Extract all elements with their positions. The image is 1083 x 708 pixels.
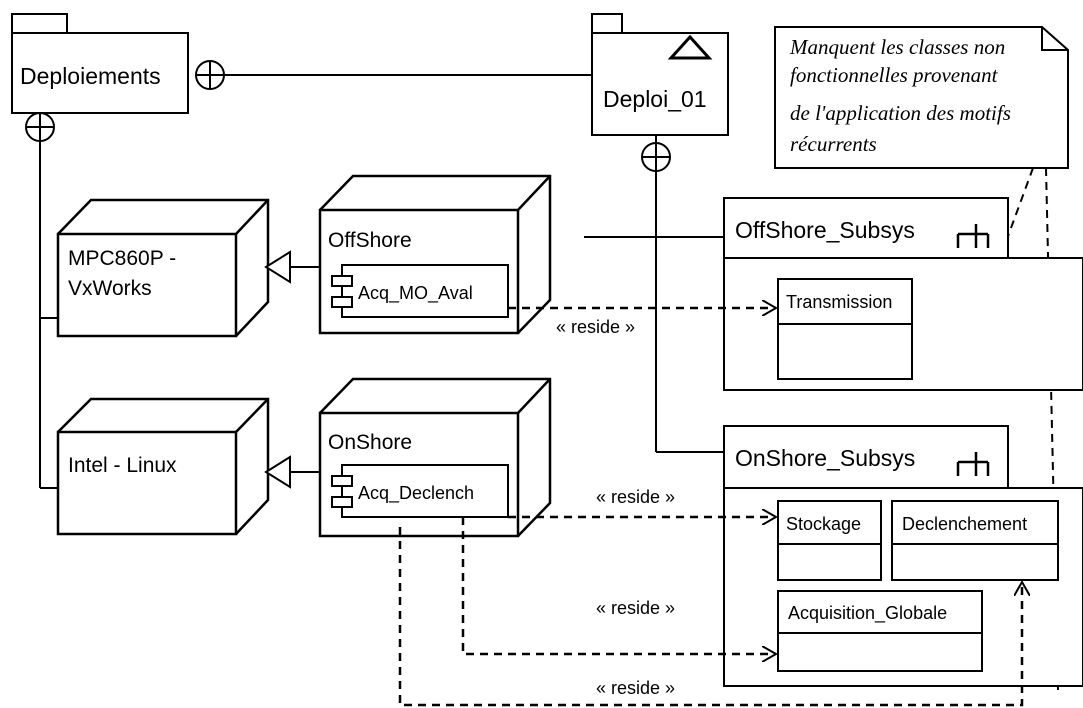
node-mpc860p-label: VxWorks <box>68 277 152 300</box>
node-intel-linux-label: Intel - Linux <box>68 454 177 477</box>
node-offshore[interactable]: OffShore Acq_MO_Aval <box>318 174 552 335</box>
subsystem-offshore[interactable]: OffShore_Subsys Transmission <box>723 197 1083 391</box>
class-declenchement-label: Declenchement <box>902 514 1027 534</box>
generalization-arrow <box>264 250 320 284</box>
note: Manquent les classes non fonctionnelles … <box>774 26 1069 169</box>
node-intel-linux[interactable]: Intel - Linux <box>56 397 270 536</box>
package-deploi-01[interactable]: Deploi_01 <box>591 13 729 136</box>
reside-dependency <box>398 527 1022 707</box>
subsystem-offshore-label: OffShore_Subsys <box>735 217 915 243</box>
package-deploiements-label: Deploiements <box>20 63 161 89</box>
class-stockage-label: Stockage <box>786 514 861 534</box>
triangle-icon <box>667 34 713 60</box>
generalization-arrow <box>264 455 320 489</box>
note-line: de l'application des motifs <box>790 101 1011 125</box>
containment-icon <box>641 142 671 172</box>
class-transmission-label: Transmission <box>786 292 892 312</box>
node-mpc860p-label: MPC860P - <box>68 247 176 270</box>
class-acquisition-globale[interactable]: Acquisition_Globale <box>777 590 983 672</box>
containment-icon <box>25 112 55 142</box>
reside-label: « reside » <box>596 598 675 618</box>
reside-label: « reside » <box>596 678 675 698</box>
node-offshore-label: OffShore <box>328 229 412 252</box>
component-acq-mo-aval[interactable]: Acq_MO_Aval <box>331 264 509 318</box>
component-acq-declench-label: Acq_Declench <box>358 483 474 504</box>
reside-dependency <box>461 517 776 654</box>
class-transmission[interactable]: Transmission <box>777 278 913 380</box>
node-mpc860p[interactable]: MPC860P - VxWorks <box>56 198 270 338</box>
containment-icon <box>195 60 225 90</box>
subsystem-onshore-label: OnShore_Subsys <box>735 445 915 471</box>
package-deploi-01-label: Deploi_01 <box>603 86 707 112</box>
note-anchor <box>999 167 1034 259</box>
node-onshore[interactable]: OnShore Acq_Declench <box>318 377 552 538</box>
component-acq-declench[interactable]: Acq_Declench <box>331 464 509 518</box>
subsystem-icon <box>956 452 990 476</box>
package-deploiements[interactable]: Deploiements <box>11 13 189 114</box>
node-onshore-label: OnShore <box>328 431 412 454</box>
note-line: Manquent les classes non <box>789 35 1005 59</box>
class-acquisition-globale-label: Acquisition_Globale <box>788 603 947 624</box>
reside-label: « reside » <box>556 317 635 337</box>
class-declenchement[interactable]: Declenchement <box>891 500 1059 581</box>
note-line: fonctionnelles provenant <box>790 63 999 87</box>
subsystem-onshore[interactable]: OnShore_Subsys Stockage Declenchement Ac… <box>723 425 1083 687</box>
component-acq-mo-aval-label: Acq_MO_Aval <box>358 283 473 304</box>
reside-label: « reside » <box>596 487 675 507</box>
class-stockage[interactable]: Stockage <box>777 500 882 581</box>
note-line: récurrents <box>790 132 877 156</box>
subsystem-icon <box>956 224 990 248</box>
